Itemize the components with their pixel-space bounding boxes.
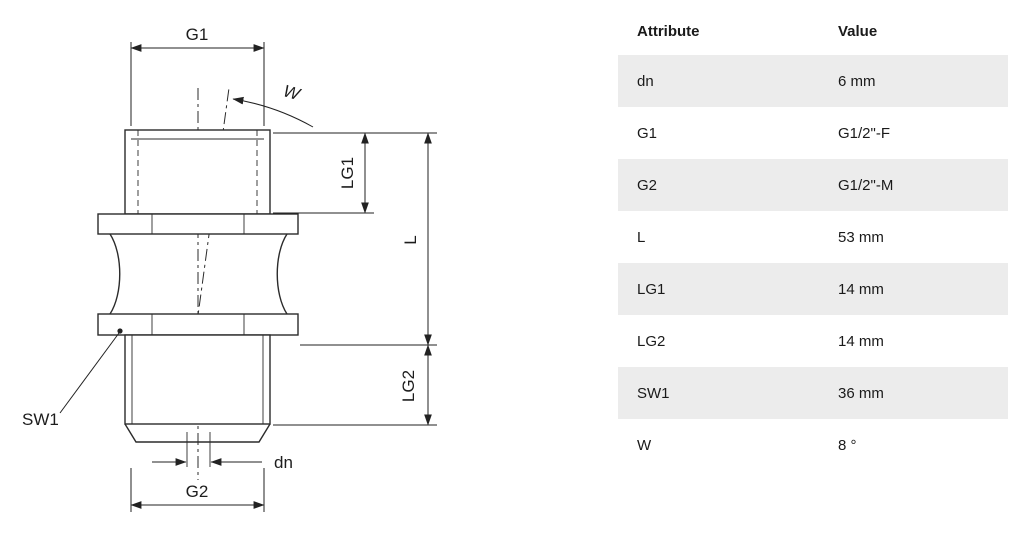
table-row: G1 G1/2"-F: [618, 107, 1008, 159]
fitting-body: [97, 129, 299, 443]
label-w: W: [281, 81, 304, 104]
table-row: W 8 °: [618, 419, 1008, 471]
leader-dot: [117, 328, 123, 334]
waist-left-edge: [109, 233, 121, 315]
leader-line: [59, 332, 120, 414]
lower-hex-flange: [97, 313, 299, 336]
table-row: LG2 14 mm: [618, 315, 1008, 367]
label-g2: G2: [186, 482, 209, 501]
table-row: L 53 mm: [618, 211, 1008, 263]
waist-right-edge: [276, 233, 288, 315]
label-sw1: SW1: [22, 410, 59, 429]
dimension-g2: [130, 468, 265, 512]
label-g1: G1: [186, 25, 209, 44]
upper-hex-flange: [97, 213, 299, 235]
detail-lines: [131, 130, 264, 467]
column-header-value: Value: [838, 23, 878, 40]
dimension-l: [300, 132, 437, 346]
dimension-w: [232, 96, 314, 128]
table-row: G2 G1/2"-M: [618, 159, 1008, 211]
label-lg2: LG2: [399, 370, 418, 402]
attributes-table: Attribute Value dn 6 mm G1 G1/2"-F G2 G1…: [618, 8, 1008, 471]
angle-arc: [232, 96, 314, 128]
bottom-chamfer: [124, 423, 271, 443]
value-cell: 53 mm: [838, 228, 884, 246]
label-l: L: [401, 235, 420, 244]
table-row: LG1 14 mm: [618, 263, 1008, 315]
attribute-cell: G1: [637, 124, 658, 142]
attribute-cell: LG1: [637, 280, 666, 298]
table-row: dn 6 mm: [618, 55, 1008, 107]
value-cell: 8 °: [838, 436, 857, 454]
column-header-attribute: Attribute: [637, 23, 700, 40]
technical-drawing: G1 W LG1 L LG2: [22, 25, 437, 512]
table-header-row: Attribute Value: [618, 8, 1008, 55]
attribute-cell: L: [637, 228, 646, 246]
dimension-g1: [130, 42, 265, 126]
value-cell: G1/2"-F: [838, 124, 891, 142]
dimension-lg2: [273, 344, 437, 426]
attribute-cell: SW1: [637, 384, 670, 402]
attribute-cell: W: [637, 436, 652, 454]
value-cell: 36 mm: [838, 384, 884, 402]
lower-cylinder: [124, 334, 271, 425]
dimension-lg1: [273, 132, 437, 214]
attribute-cell: dn: [637, 72, 654, 90]
value-cell: 6 mm: [838, 72, 876, 90]
table-row: SW1 36 mm: [618, 367, 1008, 419]
value-cell: G1/2"-M: [838, 176, 894, 194]
label-dn: dn: [274, 453, 293, 472]
top-cylinder: [124, 129, 271, 215]
value-cell: 14 mm: [838, 332, 884, 350]
technical-drawing-area: G1 W LG1 L LG2: [22, 25, 437, 512]
label-lg1: LG1: [338, 157, 357, 189]
attribute-cell: LG2: [637, 332, 666, 350]
value-cell: 14 mm: [838, 280, 884, 298]
callout-sw1: [59, 328, 123, 414]
attribute-cell: G2: [637, 176, 658, 194]
